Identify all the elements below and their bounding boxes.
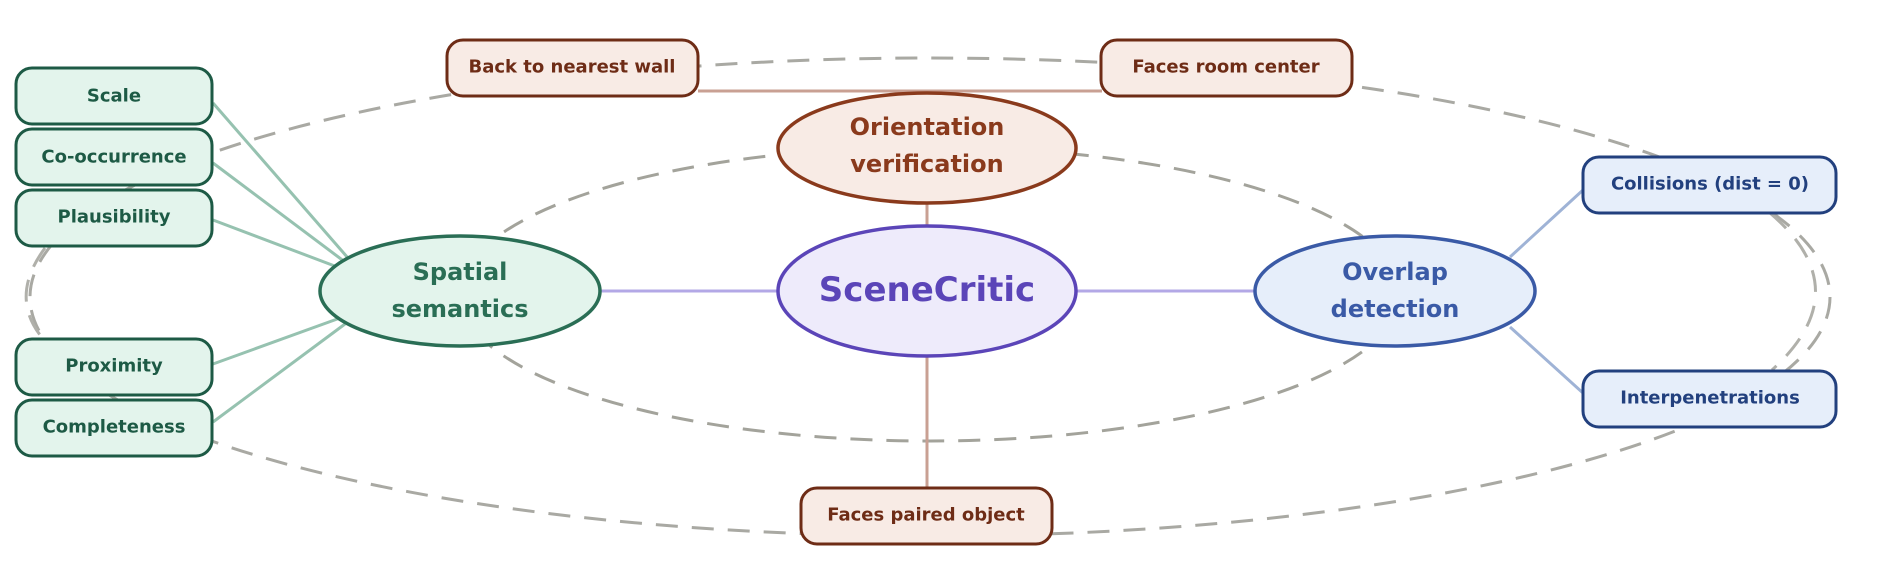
leaf-co-occurrence-label: Co-occurrence <box>41 147 186 168</box>
semantic-leaves: Scale Co-occurrence Plausibility Proximi… <box>14 66 214 458</box>
leaf-faces-room-center[interactable]: Faces room center <box>1099 38 1354 98</box>
leaf-scale[interactable]: Scale <box>14 66 214 126</box>
leaf-co-occurrence[interactable]: Co-occurrence <box>14 127 214 187</box>
hub-semantic[interactable]: Spatial semantics <box>318 234 602 348</box>
left-dashed-loop <box>24 247 47 336</box>
orientation-leaves: Back to nearest wall Faces room center F… <box>445 38 1354 546</box>
overlap-edges <box>1508 188 1585 395</box>
hub-overlap-line1: Overlap <box>1342 258 1448 286</box>
orientation-edges <box>698 89 1102 488</box>
leaf-proximity-label: Proximity <box>65 356 163 377</box>
edge-plausibility <box>212 218 341 270</box>
hub-semantic-line2: semantics <box>391 295 528 323</box>
leaf-interpenetrations-label: Interpenetrations <box>1620 388 1800 409</box>
hub-overlap[interactable]: Overlap detection <box>1253 234 1537 348</box>
semantic-edges <box>211 102 350 424</box>
edge-interpenetrations <box>1508 325 1585 395</box>
edge-proximity <box>212 316 341 366</box>
leaf-faces-room-center-label: Faces room center <box>1132 57 1319 78</box>
leaf-completeness[interactable]: Completeness <box>14 398 214 458</box>
hub-orientation[interactable]: Orientation verification <box>776 91 1078 205</box>
leaf-faces-paired-object-label: Faces paired object <box>827 505 1025 526</box>
edge-collisions <box>1508 188 1585 259</box>
leaf-collisions[interactable]: Collisions (dist = 0) <box>1581 155 1838 215</box>
edge-scale <box>211 102 350 259</box>
center-label: SceneCritic <box>819 270 1035 310</box>
hub-orientation-line1: Orientation <box>850 113 1005 141</box>
center-node[interactable]: SceneCritic <box>776 224 1078 358</box>
leaf-interpenetrations[interactable]: Interpenetrations <box>1581 369 1838 429</box>
outer-dashed-ring <box>28 56 1832 538</box>
edge-co-occurrence <box>212 161 346 264</box>
leaf-back-to-nearest-wall-label: Back to nearest wall <box>469 57 676 78</box>
hub-semantic-line1: Spatial <box>413 258 508 286</box>
leaf-collisions-label: Collisions (dist = 0) <box>1611 174 1809 195</box>
leaf-plausibility-label: Plausibility <box>58 207 171 228</box>
hub-overlap-line2: detection <box>1331 295 1460 323</box>
leaf-proximity[interactable]: Proximity <box>14 337 214 397</box>
leaf-scale-label: Scale <box>87 86 141 107</box>
edge-completeness <box>212 322 346 424</box>
leaf-back-to-nearest-wall[interactable]: Back to nearest wall <box>445 38 700 98</box>
leaf-faces-paired-object[interactable]: Faces paired object <box>799 486 1054 546</box>
right-dashed-loop <box>1769 211 1817 372</box>
overlap-leaves: Collisions (dist = 0) Interpenetrations <box>1581 155 1838 429</box>
hub-orientation-line2: verification <box>850 150 1003 178</box>
leaf-plausibility[interactable]: Plausibility <box>14 188 214 248</box>
leaf-completeness-label: Completeness <box>43 417 186 438</box>
